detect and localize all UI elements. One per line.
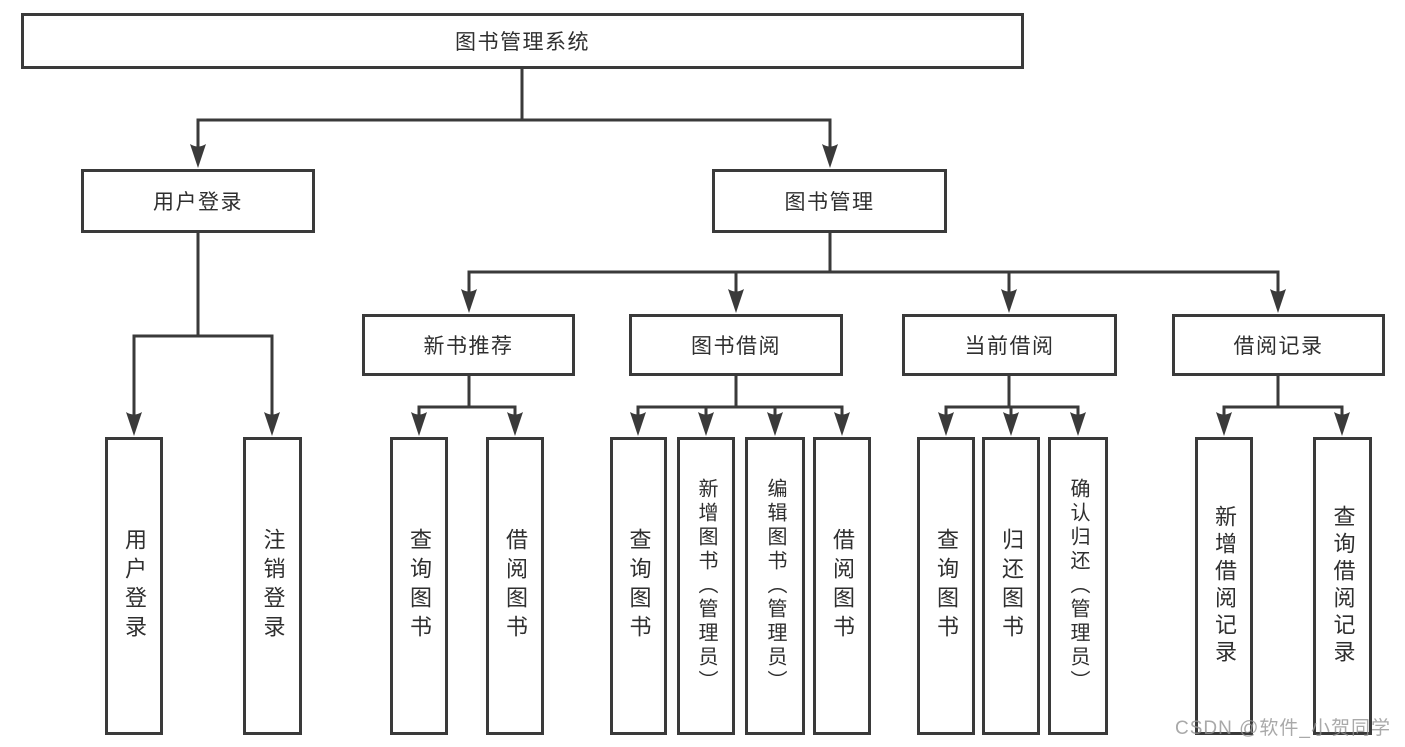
node-leaf-cb-return-label: 归还图书 [999, 528, 1024, 644]
node-root: 图书管理系统 [21, 13, 1024, 69]
node-leaf-nb-borrow-label: 借阅图书 [503, 528, 528, 644]
node-new-book-rec-label: 新书推荐 [423, 335, 514, 358]
node-current-borrow: 当前借阅 [902, 314, 1117, 376]
node-user-login: 用户登录 [81, 169, 315, 233]
node-leaf-bb-add: 新增图书（管理员） [677, 437, 735, 735]
node-leaf-user-login: 用户登录 [105, 437, 163, 735]
connector-borrow-record-to-leaves [1216, 374, 1350, 436]
node-leaf-bb-borrow: 借阅图书 [813, 437, 871, 735]
node-new-book-rec: 新书推荐 [362, 314, 575, 376]
node-leaf-br-add: 新增借阅记录 [1195, 437, 1253, 735]
node-book-borrow-label: 图书借阅 [691, 335, 781, 358]
node-leaf-nb-borrow: 借阅图书 [486, 437, 544, 735]
connector-user-login-to-leaves [126, 231, 280, 436]
node-user-login-label: 用户登录 [153, 191, 243, 214]
node-leaf-nb-query-label: 查询图书 [407, 528, 432, 644]
node-borrow-record: 借阅记录 [1172, 314, 1385, 376]
node-leaf-nb-query: 查询图书 [390, 437, 448, 735]
node-leaf-bb-query: 查询图书 [610, 437, 667, 735]
node-leaf-br-query: 查询借阅记录 [1313, 437, 1372, 735]
connector-current-borrow-to-leaves [938, 374, 1086, 436]
node-leaf-user-login-label: 用户登录 [122, 528, 147, 644]
node-book-mgmt-label: 图书管理 [784, 191, 875, 214]
node-leaf-bb-edit: 编辑图书（管理员） [745, 437, 805, 735]
node-borrow-record-label: 借阅记录 [1233, 335, 1324, 358]
node-leaf-cb-query-label: 查询图书 [934, 528, 959, 644]
node-leaf-cb-confirm-label: 确认归还（管理员） [1067, 478, 1089, 694]
node-book-mgmt: 图书管理 [712, 169, 947, 233]
node-leaf-bb-query-label: 查询图书 [626, 528, 652, 644]
connector-book-mgmt-to-level3 [461, 231, 1286, 313]
connector-root-to-level2 [190, 67, 838, 168]
node-root-label: 图书管理系统 [455, 31, 590, 54]
node-leaf-br-query-label: 查询借阅记录 [1330, 505, 1356, 667]
node-leaf-cb-return: 归还图书 [982, 437, 1040, 735]
node-leaf-br-add-label: 新增借阅记录 [1212, 505, 1237, 667]
node-leaf-bb-add-label: 新增图书（管理员） [695, 478, 717, 694]
connector-book-borrow-to-leaves [630, 374, 850, 436]
node-current-borrow-label: 当前借阅 [964, 335, 1055, 358]
connector-new-book-rec-to-leaves [411, 374, 523, 436]
node-leaf-logout-label: 注销登录 [260, 528, 286, 644]
node-book-borrow: 图书借阅 [629, 314, 843, 376]
node-leaf-cb-confirm: 确认归还（管理员） [1048, 437, 1108, 735]
node-leaf-cb-query: 查询图书 [917, 437, 975, 735]
node-leaf-logout: 注销登录 [243, 437, 302, 735]
node-leaf-bb-borrow-label: 借阅图书 [830, 528, 855, 644]
node-leaf-bb-edit-label: 编辑图书（管理员） [764, 478, 786, 694]
